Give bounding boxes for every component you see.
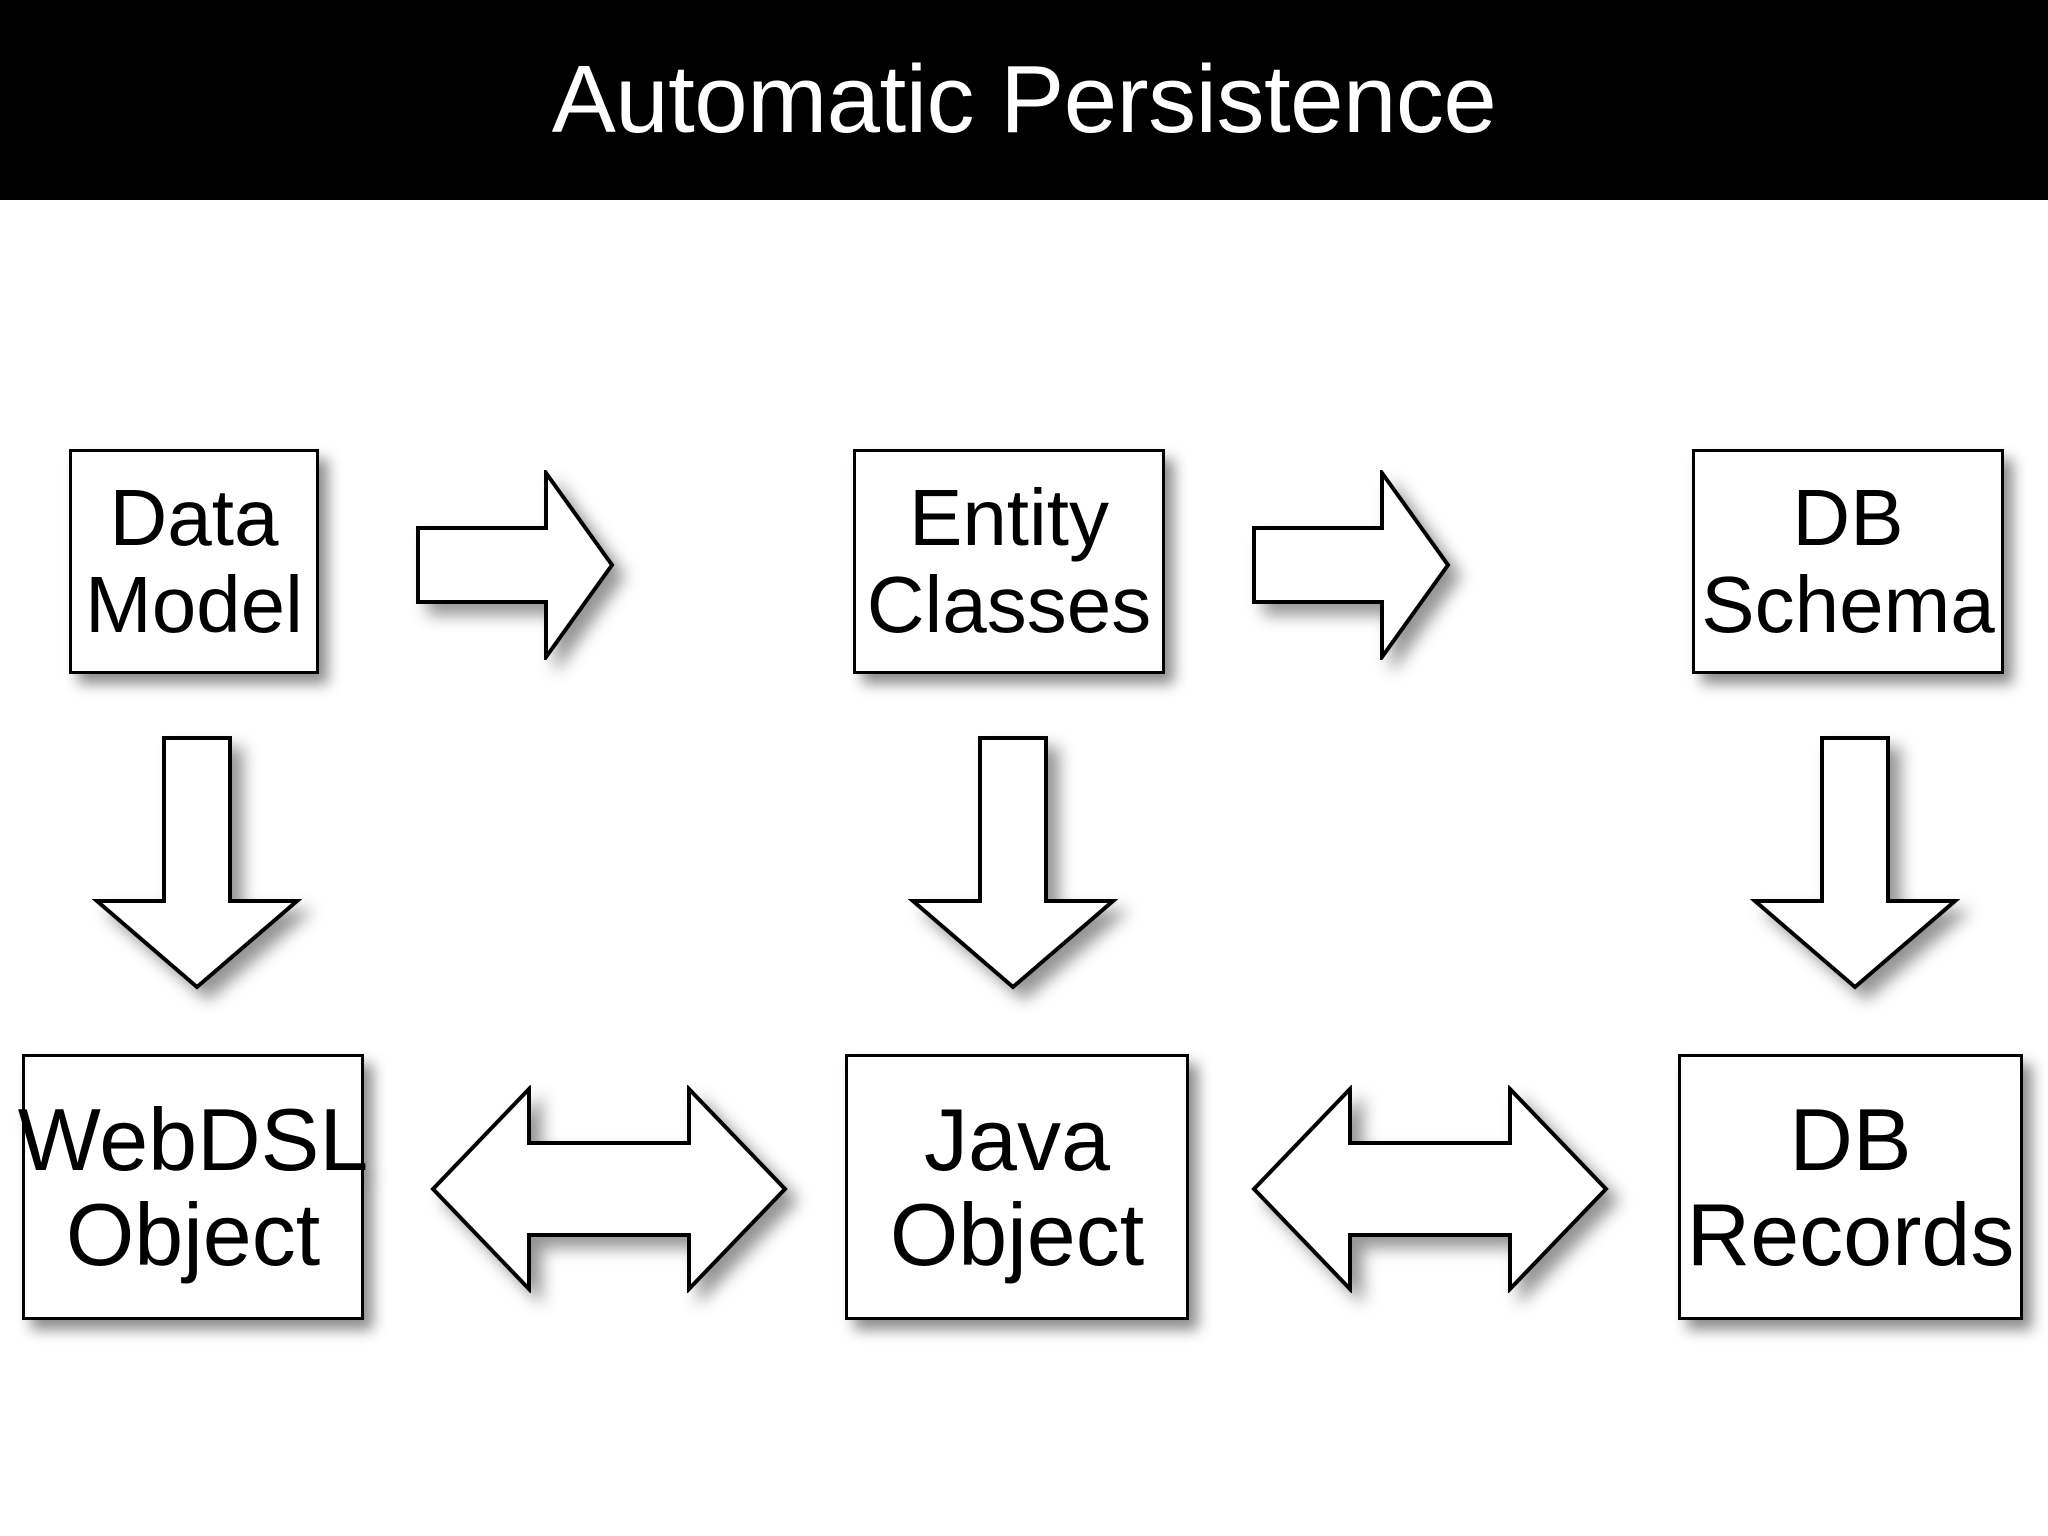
- node-entity-classes[interactable]: Entity Classes: [853, 449, 1165, 674]
- slide-title: Automatic Persistence: [551, 46, 1497, 153]
- node-data-model-line2: Model: [85, 559, 303, 649]
- arrow-down-data-model-to-webdsl-object: [92, 735, 302, 990]
- arrow-bidirectional-webdsl-object-to-java-object: [430, 1085, 788, 1293]
- node-db-records-line1: DB: [1789, 1089, 1912, 1189]
- node-webdsl-object[interactable]: WebDSL Object: [18, 1054, 368, 1320]
- node-webdsl-object-line2: Object: [65, 1185, 321, 1284]
- node-java-object-line2: Object: [889, 1185, 1145, 1284]
- arrow-right-data-model-to-entity-classes: [415, 470, 615, 660]
- node-data-model-line1: Data: [109, 473, 279, 563]
- node-db-schema-line2: Schema: [1701, 559, 1995, 649]
- node-db-records-line2: Records: [1686, 1185, 2015, 1284]
- node-db-schema[interactable]: DB Schema: [1692, 449, 2004, 674]
- node-entity-classes-line1: Entity: [908, 473, 1110, 563]
- node-java-object[interactable]: Java Object: [845, 1054, 1189, 1320]
- node-java-object-line1: Java: [924, 1089, 1110, 1189]
- arrow-down-entity-classes-to-java-object: [908, 735, 1118, 990]
- node-db-records[interactable]: DB Records: [1678, 1054, 2023, 1320]
- node-db-schema-line1: DB: [1792, 473, 1904, 563]
- title-bar: Automatic Persistence: [0, 0, 2048, 200]
- node-webdsl-object-line1: WebDSL: [17, 1089, 369, 1189]
- arrow-down-db-schema-to-db-records: [1750, 735, 1960, 990]
- arrow-bidirectional-java-object-to-db-records: [1251, 1085, 1609, 1293]
- arrow-right-entity-classes-to-db-schema: [1251, 470, 1451, 660]
- node-entity-classes-line2: Classes: [866, 559, 1152, 649]
- node-data-model[interactable]: Data Model: [69, 449, 319, 674]
